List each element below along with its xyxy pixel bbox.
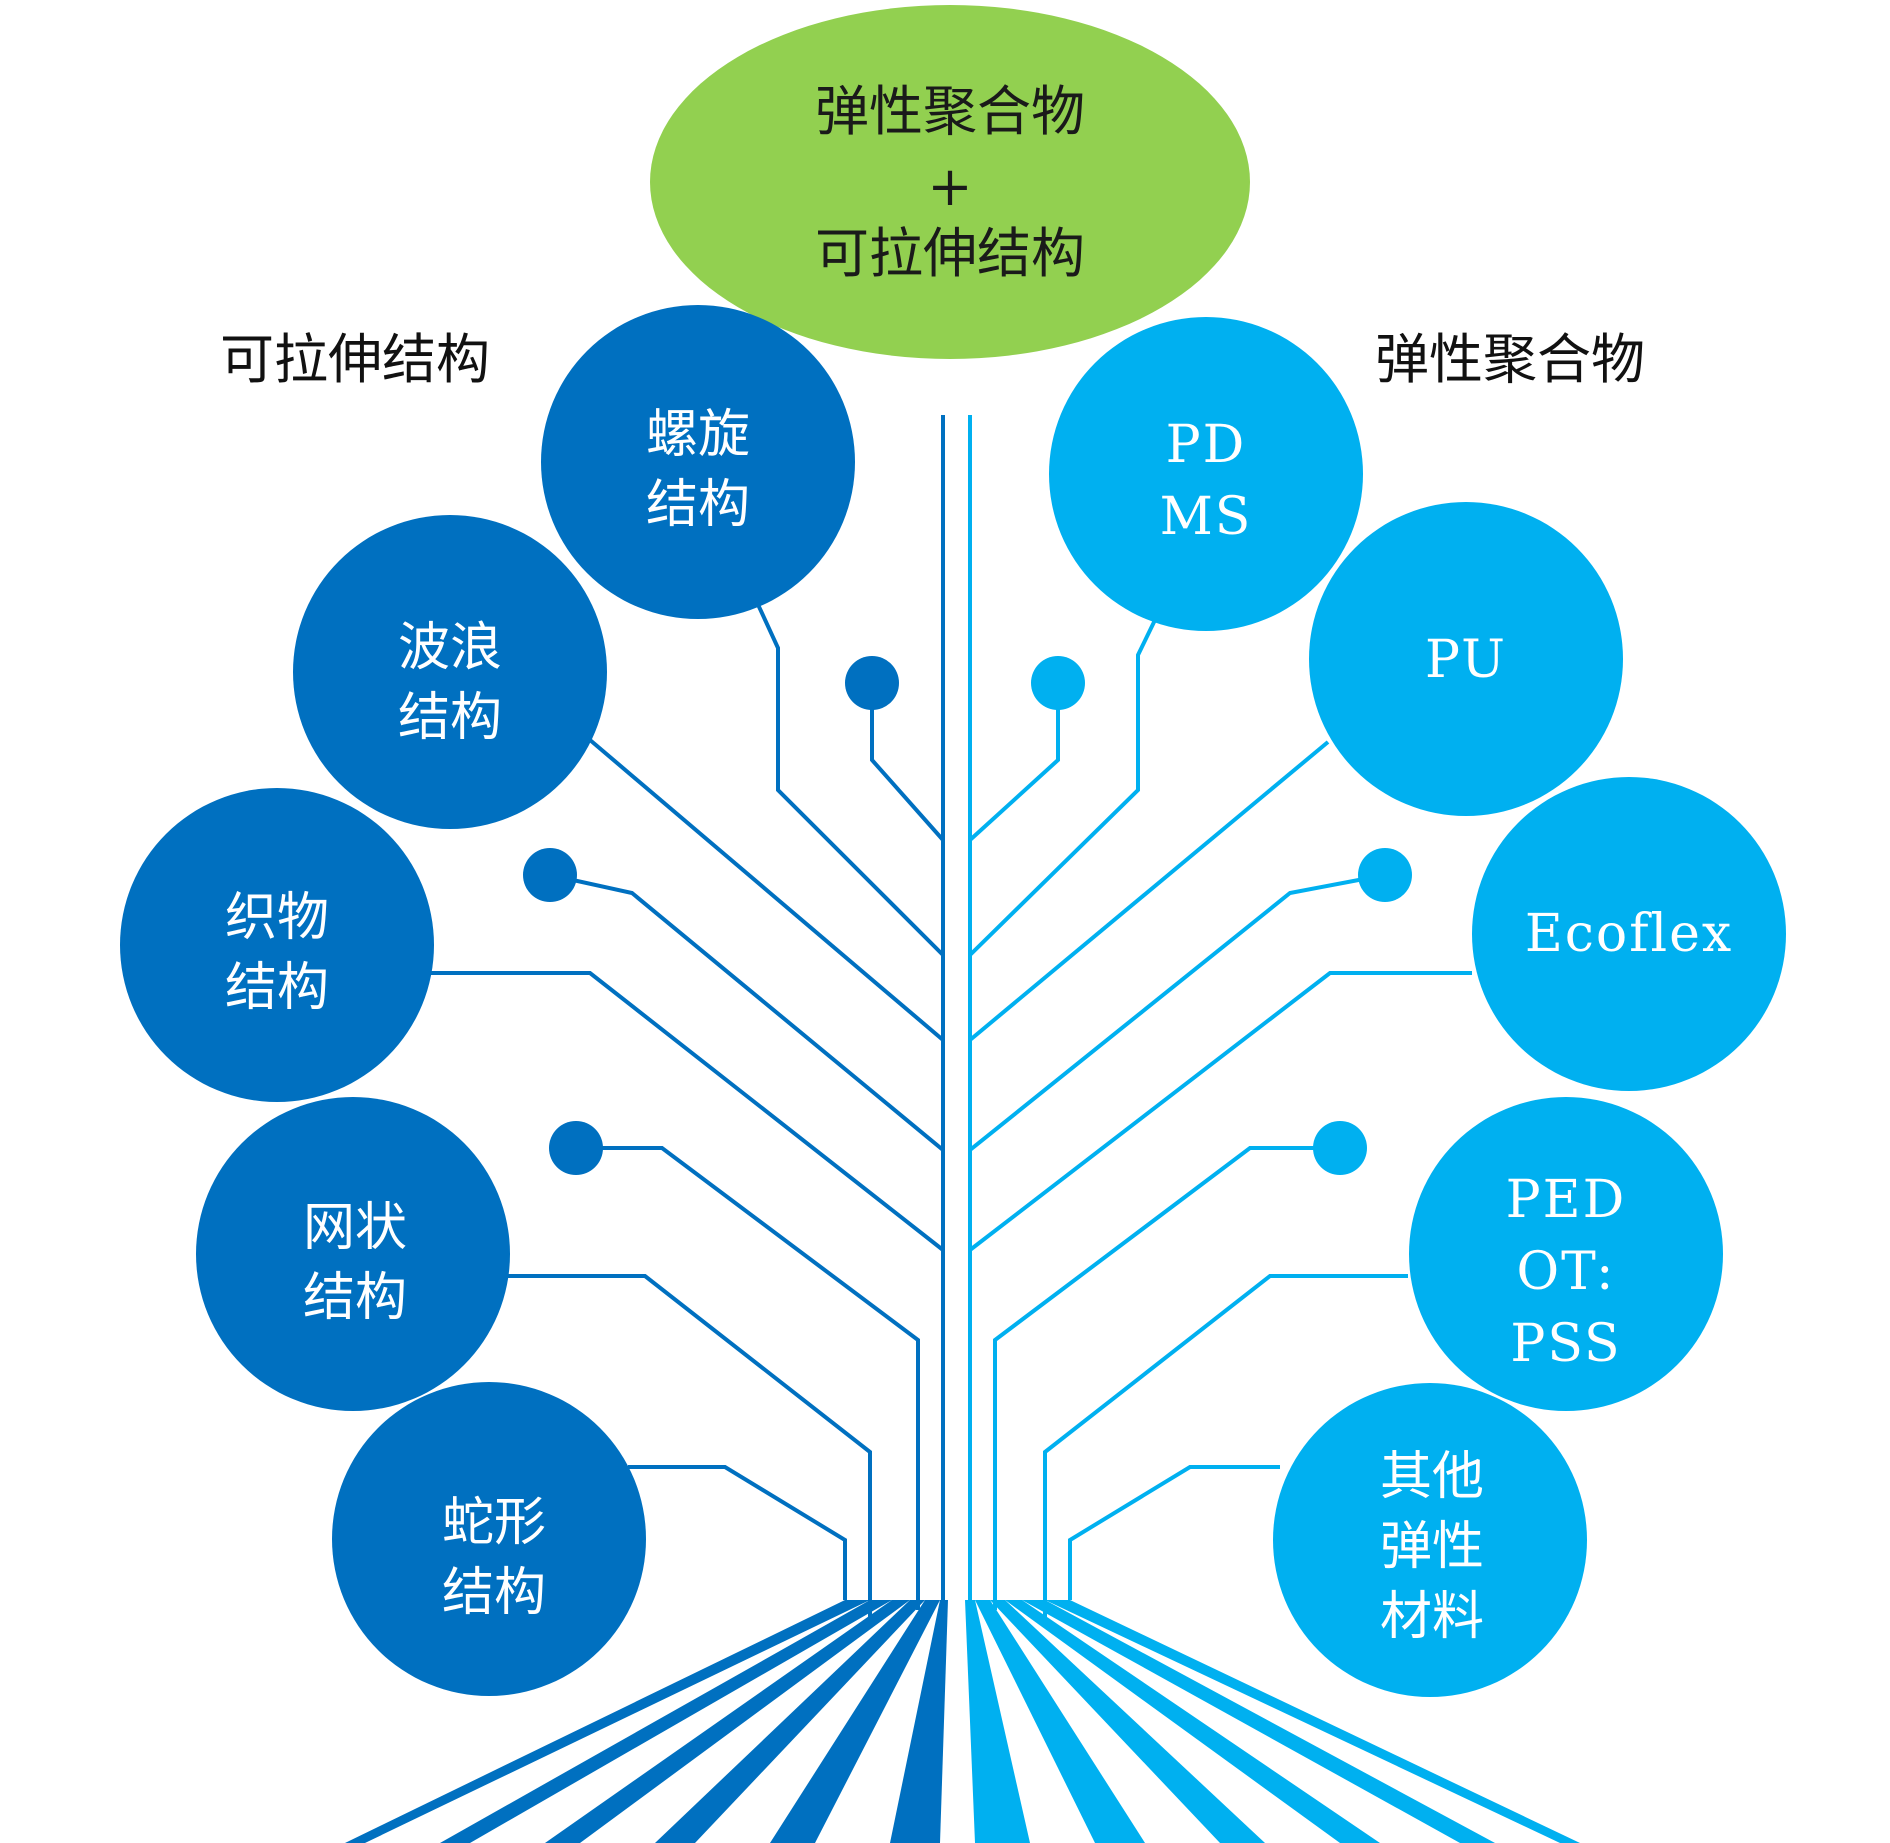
left-node-1-line2: 结构	[646, 475, 750, 535]
left-node-1-circle	[541, 305, 855, 619]
right-node-2: PU	[1309, 502, 1623, 816]
left-node-2-line2: 结构	[398, 688, 502, 748]
left-node-5-circle	[332, 1382, 646, 1696]
left-node-5-line1: 蛇形	[442, 1493, 546, 1553]
root-stripe-left-5	[770, 1600, 940, 1843]
left-dot-3	[549, 1121, 603, 1175]
right-node-4-line1: PED	[1506, 1170, 1627, 1230]
top-node-line2: 可拉伸结构	[815, 222, 1085, 285]
right-dot-branch-2	[968, 873, 1386, 1152]
left-node-2-line1: 波浪	[398, 618, 502, 678]
left-node-5: 蛇形 结构	[332, 1382, 646, 1696]
top-node: 弹性聚合物 + 可拉伸结构	[650, 5, 1250, 359]
left-node-2-circle	[293, 515, 607, 829]
root-stripe-right-3	[990, 1600, 1265, 1843]
left-node-2: 波浪 结构	[293, 515, 607, 829]
left-node-3-line2: 结构	[225, 958, 329, 1018]
top-node-line1: 弹性聚合物	[815, 80, 1085, 143]
right-node-1-line1: PD	[1166, 415, 1247, 475]
right-connector-5	[1068, 1465, 1280, 1600]
right-connector-2	[968, 740, 1330, 1042]
right-node-5-circle	[1273, 1383, 1587, 1697]
left-node-5-line2: 结构	[442, 1563, 546, 1623]
root-stripe-right-5	[1022, 1600, 1495, 1843]
right-node-2-line1: PU	[1425, 630, 1507, 690]
left-connector-3	[428, 971, 945, 1252]
top-ellipse	[650, 5, 1250, 359]
right-node-3-circle	[1472, 777, 1786, 1091]
left-node-3-circle	[120, 788, 434, 1102]
right-node-4-line2: OT:	[1517, 1242, 1616, 1302]
dots	[523, 656, 1412, 1175]
right-connector-3	[968, 971, 1472, 1252]
right-dot-3	[1313, 1121, 1367, 1175]
root-stripe-left-1	[345, 1600, 870, 1843]
left-connector-1	[753, 597, 945, 957]
left-dot-2	[523, 848, 577, 902]
root-stripe-left-4	[655, 1600, 925, 1843]
right-node-3: Ecoflex	[1472, 777, 1786, 1091]
left-node-4-circle	[196, 1097, 510, 1411]
left-node-4-line1: 网状	[303, 1198, 407, 1258]
root-stripe-right-1	[965, 1600, 1030, 1843]
right-heading: 弹性聚合物	[1375, 328, 1645, 391]
roots	[345, 1600, 1580, 1843]
right-node-3-line1: Ecoflex	[1525, 904, 1733, 964]
root-stripe-left-3	[545, 1600, 910, 1843]
right-node-5: 其他 弹性 材料	[1273, 1383, 1587, 1697]
right-node-1-circle	[1049, 317, 1363, 631]
left-connector-4	[505, 1274, 872, 1620]
root-stripe-right-4	[1005, 1600, 1380, 1843]
left-connector-2	[588, 738, 945, 1042]
right-dot-2	[1358, 848, 1412, 902]
left-node-1: 螺旋 结构	[541, 305, 855, 619]
right-dot-branch-3	[993, 1146, 1340, 1610]
root-stripe-left-2	[440, 1600, 892, 1843]
right-dot-1	[1031, 656, 1085, 710]
root-stripe-left-6	[890, 1600, 948, 1843]
right-node-5-line2: 弹性	[1380, 1517, 1484, 1577]
left-node-4: 网状 结构	[196, 1097, 510, 1411]
right-node-5-line3: 材料	[1380, 1587, 1484, 1647]
right-connectors	[968, 619, 1472, 1620]
left-connector-5	[628, 1465, 847, 1600]
right-connector-1	[968, 619, 1157, 957]
right-node-1: PD MS	[1049, 317, 1363, 631]
right-node-4-circle	[1409, 1097, 1723, 1411]
left-node-1-line1: 螺旋	[646, 405, 750, 465]
trunk	[941, 415, 972, 1600]
left-node-3-line1: 织物	[225, 888, 329, 948]
left-dot-1	[845, 656, 899, 710]
left-node-4-line2: 结构	[303, 1268, 407, 1328]
root-stripe-right-2	[975, 1600, 1145, 1843]
top-node-plus: +	[927, 155, 972, 218]
root-stripe-right-6	[1045, 1600, 1580, 1843]
left-dot-branch-3	[576, 1146, 920, 1610]
right-node-4-line3: PSS	[1510, 1314, 1621, 1374]
left-dot-branch-2	[549, 873, 945, 1152]
left-connectors	[428, 597, 945, 1620]
left-node-3: 织物 结构	[120, 788, 434, 1102]
right-node-4: PED OT: PSS	[1409, 1097, 1723, 1411]
right-node-5-line1: 其他	[1380, 1447, 1484, 1507]
right-connector-4	[1043, 1274, 1408, 1620]
right-node-2-circle	[1309, 502, 1623, 816]
left-heading: 可拉伸结构	[220, 328, 490, 391]
right-node-1-line2: MS	[1160, 487, 1253, 547]
